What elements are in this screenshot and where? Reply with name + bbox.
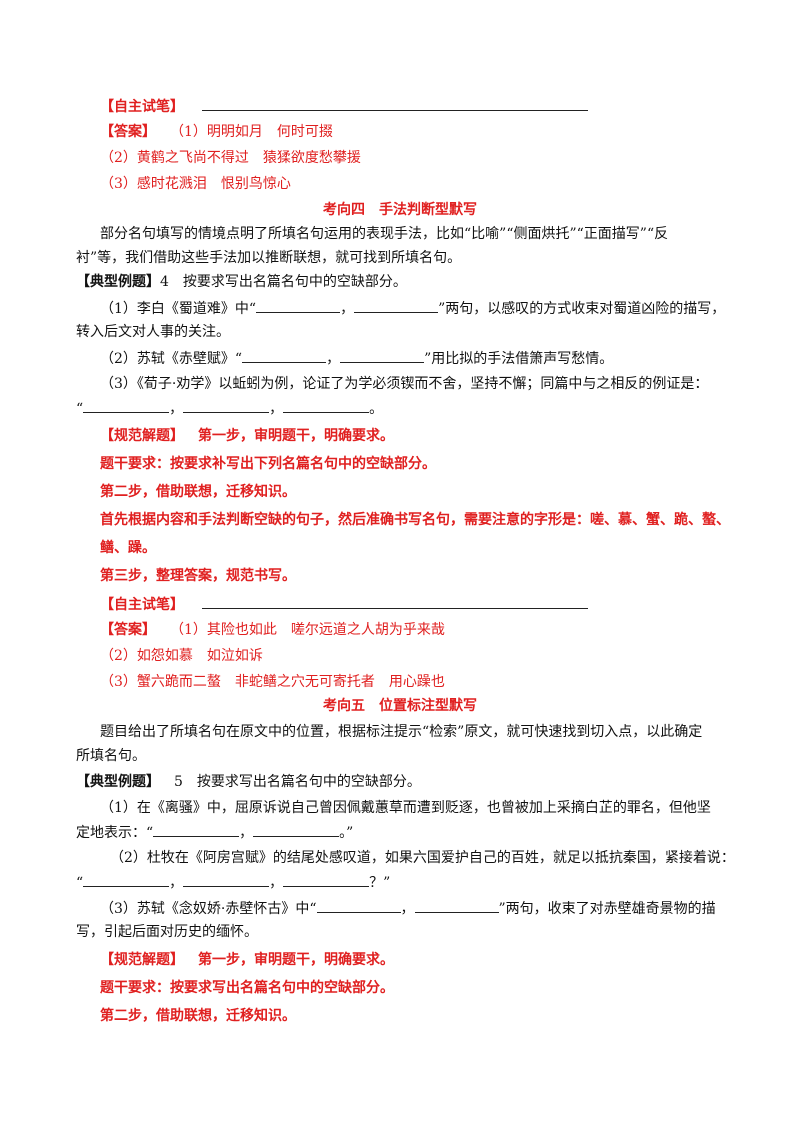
self-try-label: 【自主试笔】	[100, 99, 184, 115]
s4-q1-post: ”两句，以感叹的方式收束对蜀道凶险的描写，	[438, 301, 726, 317]
s5-q1-end: 。”	[339, 825, 354, 841]
section4-intro-2: 衬”等，我们借助这些手法加以推断联想，就可找到所填名句。	[76, 250, 462, 266]
s4-self-try-row: 【自主试笔】	[100, 594, 589, 615]
fill-blank[interactable]	[83, 872, 170, 887]
fill-blank[interactable]	[283, 398, 370, 413]
fill-blank[interactable]	[256, 298, 341, 313]
s4-q2-mid: ，	[326, 351, 341, 367]
section5-intro-2: 所填名句。	[76, 748, 146, 764]
s4-q3-open: “	[76, 401, 84, 417]
fill-blank[interactable]	[283, 872, 370, 887]
fill-blank[interactable]	[253, 822, 340, 837]
s5-q2-end: ？”	[369, 875, 391, 891]
fill-blank[interactable]	[183, 872, 270, 887]
s5-q2-blanks: “ ， ， ？”	[76, 872, 390, 893]
answer-1: （1）其险也如此 嗟尔远道之人胡为乎来哉	[170, 622, 445, 638]
s4-q3-blanks: “ ， ， 。	[76, 398, 383, 419]
s5-q2-open: “	[76, 875, 84, 891]
s4-answer-3: （3）蟹六跪而二螯 非蛇鳝之穴无可寄托者 用心躁也	[100, 674, 445, 690]
answer-3: （3）感时花溅泪 恨别鸟惊心	[100, 176, 291, 192]
section5-example-row: 【典型例题】 5 按要求写出名篇名句中的空缺部分。	[76, 772, 421, 792]
fill-blank[interactable]	[153, 822, 240, 837]
s4-solve-step3: 第三步，整理答案，规范书写。	[100, 568, 296, 584]
s4-q1-pre: （1）李白《蜀道难》中“	[100, 301, 257, 317]
s4-q1-mid: ，	[340, 301, 355, 317]
section4-title: 考向四 手法判断型默写	[323, 202, 477, 218]
s4-q2-pre: （2）苏轼《赤壁赋》“	[100, 351, 243, 367]
s4-solve-row: 【规范解题】第一步，审明题干，明确要求。	[100, 426, 394, 446]
s4-solve-step2: 第二步，借助联想，迁移知识。	[100, 484, 296, 500]
answer-1: （1）明明如月 何时可掇	[170, 124, 333, 140]
answer-label: 【答案】	[100, 622, 156, 638]
solve-step1: 第一步，审明题干，明确要求。	[198, 428, 394, 444]
self-try-row: 【自主试笔】	[100, 96, 589, 117]
self-try-blank	[202, 96, 589, 111]
s5-solve-step2: 第二步，借助联想，迁移知识。	[100, 1008, 296, 1024]
s5-q3-mid: ，	[400, 901, 415, 917]
s4-q3-line1: （3）《荀子·劝学》以蚯蚓为例，论证了为学必须锲而不舍，坚持不懈；同篇中与之相反…	[100, 376, 709, 392]
s5-solve-req: 题干要求：按要求写出名篇名句中的空缺部分。	[100, 980, 394, 996]
s4-q3-comma: ，	[269, 401, 284, 417]
section5-title: 考向五 位置标注型默写	[323, 698, 477, 714]
s4-solve-req: 题干要求：按要求补写出下列名篇名句中的空缺部分。	[100, 456, 436, 472]
section4-intro-1: 部分名句填写的情境点明了所填名句运用的表现手法，比如“比喻”“侧面烘托”“正面描…	[100, 226, 669, 242]
answer-label: 【答案】	[100, 124, 156, 140]
s5-solve-row: 【规范解题】第一步，审明题干，明确要求。	[100, 950, 394, 970]
s4-solve-detail-1: 首先根据内容和手法判断空缺的句子，然后准确书写名句，需要注意的字形是：嗟、慕、蟹…	[100, 512, 730, 528]
answer-2: （2）黄鹤之飞尚不得过 猿猱欲度愁攀援	[100, 150, 361, 166]
fill-blank[interactable]	[316, 898, 401, 913]
s4-solve-detail-2: 鳝、躁。	[100, 540, 156, 556]
answer-row-1: 【答案】 （1）明明如月 何时可掇	[100, 122, 333, 142]
section5-intro-1: 题目给出了所填名句在原文中的位置，根据标注提示“检索”原文，就可快速找到切入点，…	[100, 724, 703, 740]
solve-step1: 第一步，审明题干，明确要求。	[198, 952, 394, 968]
s4-q1-line2: 转入后文对人事的关注。	[76, 324, 230, 340]
s5-q1-mid: ，	[239, 825, 254, 841]
section4-example-row: 【典型例题】4 按要求写出名篇名句中的空缺部分。	[76, 272, 407, 292]
fill-blank[interactable]	[340, 348, 425, 363]
solve-label: 【规范解题】	[100, 952, 184, 968]
fill-blank[interactable]	[183, 398, 270, 413]
s5-q3-line2: 写，引起后面对历史的缅怀。	[76, 924, 258, 940]
s5-q1-blanks: 定地表示：“ ， 。”	[76, 822, 353, 843]
s5-question-3: （3）苏轼《念奴娇·赤壁怀古》中“ ， ”两句，收束了对赤壁雄奇景物的描	[100, 898, 716, 919]
fill-blank[interactable]	[354, 298, 439, 313]
s4-question-1: （1）李白《蜀道难》中“ ， ”两句，以感叹的方式收束对蜀道凶险的描写，	[100, 298, 725, 319]
s5-q2-comma: ，	[169, 875, 184, 891]
s5-q2-comma: ，	[269, 875, 284, 891]
self-try-label: 【自主试笔】	[100, 597, 184, 613]
example-label: 【典型例题】	[76, 274, 160, 290]
fill-blank[interactable]	[83, 398, 170, 413]
s4-answer-2: （2）如怨如慕 如泣如诉	[100, 648, 263, 664]
example-text: 5 按要求写出名篇名句中的空缺部分。	[174, 774, 421, 790]
example-text: 4 按要求写出名篇名句中的空缺部分。	[160, 274, 407, 290]
s4-q3-comma: ，	[169, 401, 184, 417]
s5-q3-post: ”两句，收束了对赤壁雄奇景物的描	[498, 901, 716, 917]
fill-blank[interactable]	[414, 898, 499, 913]
s5-q1-line1: （1）在《离骚》中，屈原诉说自己曾因佩戴蕙草而遭到贬逐，也曾被加上采摘白芷的罪名…	[100, 800, 711, 816]
example-label: 【典型例题】	[76, 774, 160, 790]
s4-q2-post: ”用比拟的手法借箫声写愁情。	[424, 351, 614, 367]
s5-q1-pre: 定地表示：“	[76, 825, 154, 841]
solve-label: 【规范解题】	[100, 428, 184, 444]
s4-q3-end: 。	[369, 401, 384, 417]
self-try-blank	[202, 594, 589, 609]
fill-blank[interactable]	[242, 348, 327, 363]
s5-q2-line1: （2）杜牧在《阿房宫赋》的结尾处感叹道，如果六国爱护自己的百姓，就足以抵抗秦国，…	[110, 850, 735, 866]
s5-q3-pre: （3）苏轼《念奴娇·赤壁怀古》中“	[100, 901, 317, 917]
s4-answer-row-1: 【答案】 （1）其险也如此 嗟尔远道之人胡为乎来哉	[100, 620, 445, 640]
s4-question-2: （2）苏轼《赤壁赋》“ ， ”用比拟的手法借箫声写愁情。	[100, 348, 613, 369]
